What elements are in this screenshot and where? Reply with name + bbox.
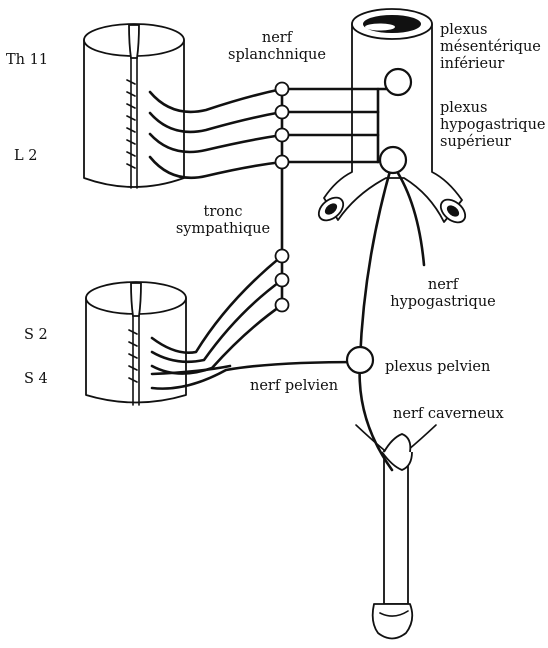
label-th11: Th 11: [6, 52, 48, 69]
aorta-lumen-inner: [363, 15, 421, 33]
label-plexus-hypogastrique: plexus hypogastrique supérieur: [440, 100, 546, 151]
spinal-cord-sacral: [86, 282, 186, 405]
label-nerf-hypogastrique: nerf hypogastrique: [388, 277, 498, 311]
label-plexus-mesenterique: plexus mésentérique inférieur: [440, 22, 541, 73]
inferior-mesenteric-plexus: [385, 69, 411, 95]
label-nerf-splanchnique: nerf splanchnique: [222, 30, 332, 64]
pelvic-plexus: [347, 347, 373, 373]
label-nerf-caverneux: nerf caverneux: [393, 406, 504, 423]
label-s2: S 2: [24, 327, 48, 344]
superior-hypogastric-plexus: [380, 147, 406, 173]
label-s4: S 4: [24, 371, 48, 388]
label-tronc-sympathique: tronc sympathique: [168, 204, 278, 238]
penis: [356, 425, 436, 639]
label-nerf-pelvien: nerf pelvien: [250, 378, 338, 395]
label-l2: L 2: [14, 148, 37, 165]
label-plexus-pelvien: plexus pelvien: [385, 359, 490, 376]
hypogastric-nerve: [360, 164, 424, 470]
aorta-lumen-highlight: [365, 24, 395, 31]
